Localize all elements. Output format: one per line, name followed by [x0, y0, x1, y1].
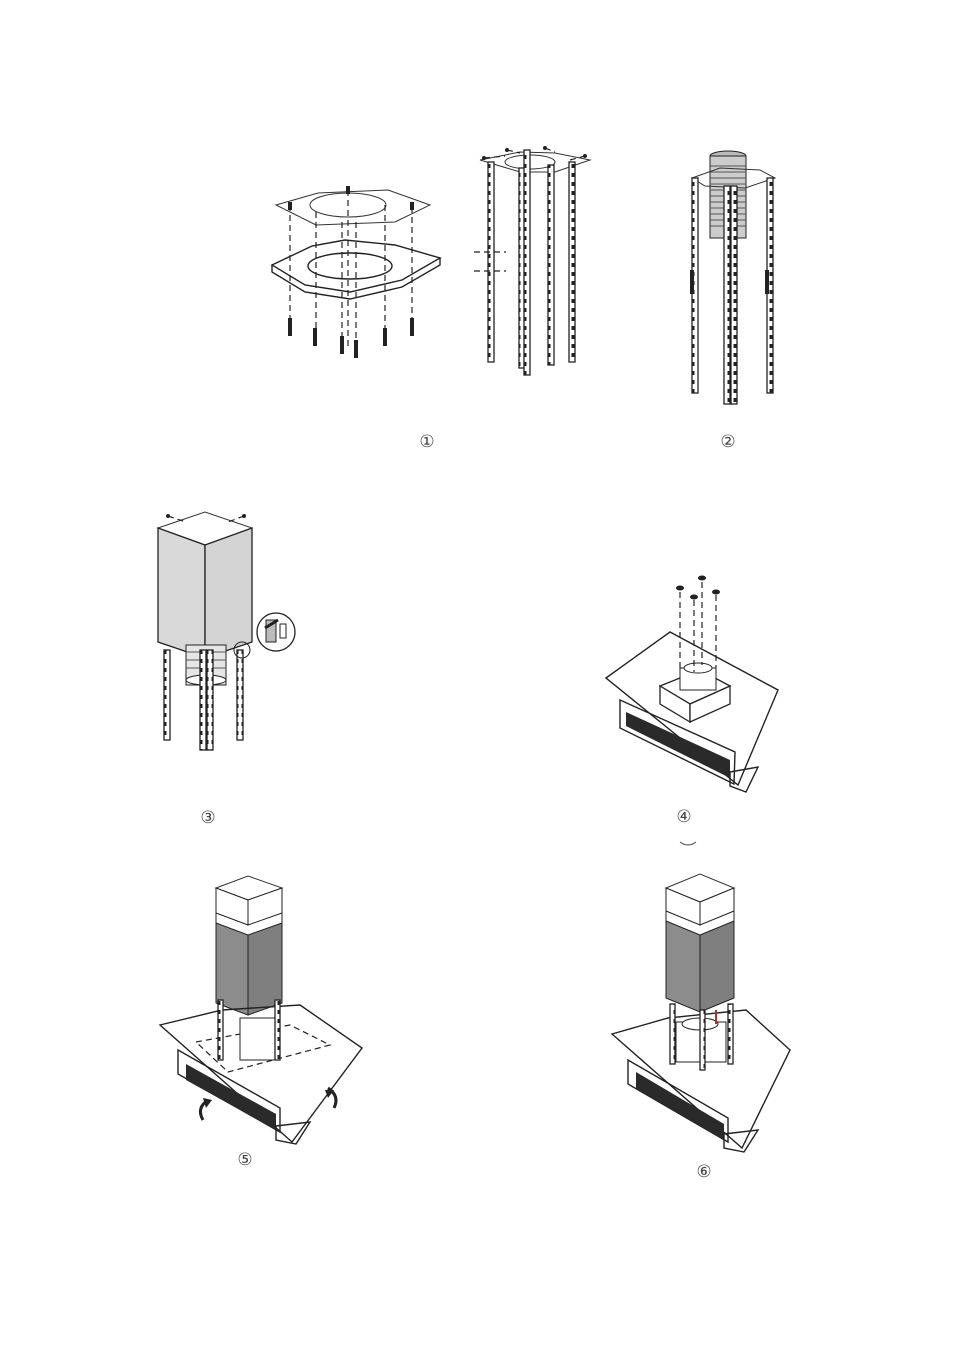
assembled-hood-figure [612, 874, 790, 1152]
step-number: ⑤ [230, 1150, 260, 1170]
step-number: ④ [669, 807, 699, 827]
hood-with-chimney-figure [160, 876, 362, 1144]
rails-figure [474, 146, 590, 375]
bracket-assembly-figure [272, 186, 440, 358]
step-number: ① [412, 432, 442, 452]
hood-body-figure [606, 576, 778, 793]
upper-chimney-figure [158, 512, 295, 750]
step-number: ② [713, 432, 743, 452]
step-number: ⑥ [689, 1162, 719, 1182]
duct-figure [690, 151, 775, 404]
step-number: ③ [193, 808, 223, 828]
